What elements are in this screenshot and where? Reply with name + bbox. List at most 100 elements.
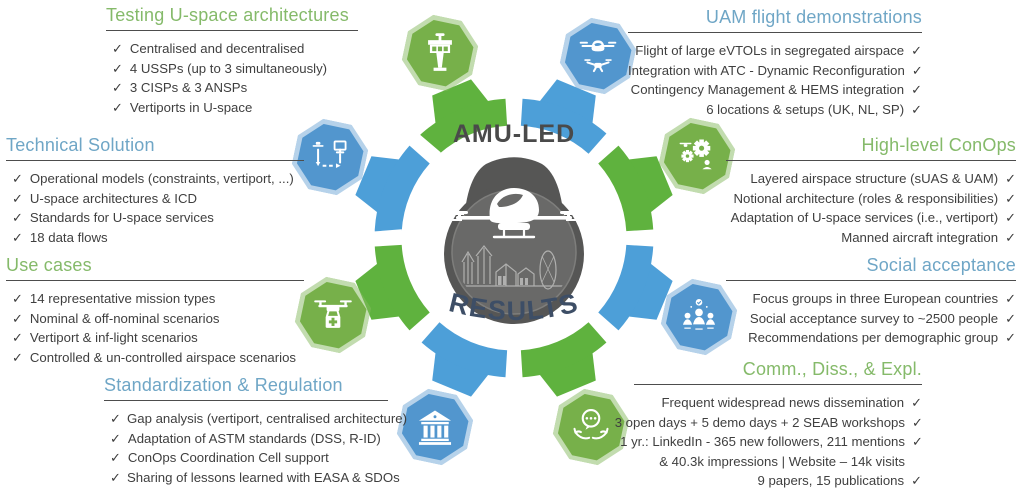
item-text: Sharing of lessons learned with EASA & S… xyxy=(127,469,400,485)
center-badge: AMU-LED RESULTS xyxy=(442,120,586,326)
item-text: Frequent widespread news dissemination xyxy=(661,395,905,410)
section-items: ✓ Gap analysis (vertiport, centralised ar… xyxy=(110,409,407,488)
check-item: ✓ Sharing of lessons learned with EASA & … xyxy=(110,468,400,488)
item-text: 4 USSPs (up to 3 simultaneously) xyxy=(129,60,328,76)
title-underline xyxy=(6,280,304,281)
check-item: ✓ 4 USSPs (up to 3 simultaneously) xyxy=(112,59,358,79)
check-item: ✓ ConOps Coordination Cell support xyxy=(110,448,388,468)
architecture-diagram-icon xyxy=(287,114,372,199)
check-icon: ✓ xyxy=(112,80,123,95)
check-item: ✓U-space architectures & ICD xyxy=(12,189,304,209)
item-text: Controlled & un-controlled airspace scen… xyxy=(29,349,296,365)
section-items: ✓Centralised and decentralised✓4 USSPs (… xyxy=(112,39,358,117)
check-icon: ✓ xyxy=(12,190,23,206)
check-icon: ✓ xyxy=(112,99,123,115)
check-icon xyxy=(912,452,922,472)
section-items: ✓ Operational models (constraints, vertip… xyxy=(12,169,304,247)
item-text: Adaptation of ASTM standards (DSS, R-ID) xyxy=(127,430,381,446)
item-text: Contingency Management & HEMS integratio… xyxy=(630,82,905,97)
check-icon: ✓ xyxy=(12,210,23,225)
item-text: Social acceptance survey to ~2500 people xyxy=(749,310,999,326)
check-item: Integration with ATC - Dynamic Reconfigu… xyxy=(628,61,923,81)
section-standardization-regulation: Standardization & Regulation ✓ Gap analys… xyxy=(104,374,407,488)
check-icon: ✓ xyxy=(1005,330,1016,345)
check-item: ✓ Vertiport & inf-light scenarios xyxy=(12,328,304,348)
check-item: Social acceptance survey to ~2500 people… xyxy=(726,309,1016,329)
check-item: ✓Vertiports in U-space xyxy=(112,98,358,118)
check-item: ✓ 3 CISPs & 3 ANSPs xyxy=(112,78,358,98)
check-icon: ✓ xyxy=(110,430,121,446)
item-text: 6 locations & setups (UK, NL, SP) xyxy=(706,101,905,117)
section-title: Standardization & Regulation xyxy=(104,375,343,395)
title-underline xyxy=(6,160,304,161)
evtol-illustration xyxy=(442,188,586,239)
section-title: Use cases xyxy=(6,255,92,275)
check-icon: ✓ xyxy=(12,330,23,345)
check-item: Layered airspace structure (sUAS & UAM)✓ xyxy=(726,169,1016,189)
check-item: ✓ Adaptation of ASTM standards (DSS, R-ID… xyxy=(110,429,388,449)
check-icon: ✓ xyxy=(911,62,923,78)
check-item: ✓14 representative mission types xyxy=(12,289,304,309)
title-underline xyxy=(628,32,922,33)
item-text: Layered airspace structure (sUAS & UAM) xyxy=(750,171,999,186)
section-title: High-level ConOps xyxy=(861,135,1016,155)
check-item: ✓ Nominal & off-nominal scenarios xyxy=(12,309,304,329)
item-text: Vertiport & inf-light scenarios xyxy=(29,330,198,345)
check-icon: ✓ xyxy=(12,310,23,326)
check-icon: ✓ xyxy=(112,41,123,56)
check-item: ✓ Operational models (constraints, vertip… xyxy=(12,169,304,189)
title-underline xyxy=(104,400,388,401)
delivery-drone-icon xyxy=(290,272,375,357)
item-text: Integration with ATC - Dynamic Reconfigu… xyxy=(628,62,905,78)
section-items: Frequent widespread news dissemination✓3… xyxy=(615,393,923,491)
item-text: Flight of large eVTOLs in segregated air… xyxy=(635,43,905,58)
check-icon: ✓ xyxy=(12,171,23,186)
item-text: Recommendations per demographic group xyxy=(748,330,999,345)
check-icon: ✓ xyxy=(110,469,121,485)
item-text: ConOps Coordination Cell support xyxy=(127,450,329,465)
title-underline xyxy=(634,384,922,385)
item-text: Nominal & off-nominal scenarios xyxy=(29,310,220,326)
check-icon: ✓ xyxy=(911,473,922,488)
item-text: 14 representative mission types xyxy=(29,291,216,306)
section-uam-flight-demonstrations: UAM flight demonstrations Flight of larg… xyxy=(628,6,923,119)
section-title: Comm., Diss., & Expl. xyxy=(742,359,922,379)
check-icon: ✓ xyxy=(1005,210,1016,225)
item-text: 1 yr.: LinkedIn - 365 new followers, 211… xyxy=(620,434,905,449)
check-icon: ✓ xyxy=(110,450,121,465)
check-item: Focus groups in three European countries… xyxy=(726,289,1017,309)
check-item: 9 papers, 15 publications✓ xyxy=(634,471,922,491)
center-title: AMU-LED xyxy=(453,120,575,148)
check-item: Recommendations per demographic group ✓ xyxy=(726,328,1016,348)
section-use-cases: Use cases ✓14 representative mission typ… xyxy=(6,254,304,367)
check-item: Frequent widespread news dissemination✓ xyxy=(634,393,922,413)
section-title: Technical Solution xyxy=(6,135,155,155)
check-item: Manned aircraft integration✓ xyxy=(726,228,1016,248)
check-icon: ✓ xyxy=(110,411,121,426)
section-items: Layered airspace structure (sUAS & UAM)✓… xyxy=(726,169,1016,247)
title-underline xyxy=(726,160,1016,161)
hands-speech-bubble-icon xyxy=(548,384,633,469)
check-item: Notional architecture (roles & responsib… xyxy=(726,189,1017,209)
section-high-level-conops: High-level ConOps Layered airspace struc… xyxy=(726,134,1016,247)
item-text: 3 CISPs & 3 ANSPs xyxy=(129,80,248,95)
check-icon: ✓ xyxy=(911,43,922,58)
item-text: 18 data flows xyxy=(29,229,108,245)
section-technical-solution: Technical Solution ✓ Operational models (… xyxy=(6,134,304,247)
check-item: ✓ 18 data flows xyxy=(12,228,304,248)
bank-building-icon xyxy=(392,384,477,469)
item-text: & 40.3k impressions | Website – 14k visi… xyxy=(659,453,905,469)
gears-drone-icon xyxy=(654,113,739,198)
item-text: Operational models (constraints, vertipo… xyxy=(29,171,294,186)
check-item: & 40.3k impressions | Website – 14k visi… xyxy=(634,452,922,472)
section-items: ✓14 representative mission types✓Nominal… xyxy=(12,289,304,367)
item-text: Notional architecture (roles & responsib… xyxy=(733,190,999,206)
check-icon: ✓ xyxy=(1005,190,1016,206)
check-icon: ✓ xyxy=(112,60,123,76)
check-icon: ✓ xyxy=(12,229,23,245)
check-item: ✓Controlled & un-controlled airspace sce… xyxy=(12,348,304,368)
item-text: Gap analysis (vertiport, centralised arc… xyxy=(127,411,407,426)
check-icon: ✓ xyxy=(912,434,923,449)
check-item: ✓Centralised and decentralised xyxy=(112,39,358,59)
